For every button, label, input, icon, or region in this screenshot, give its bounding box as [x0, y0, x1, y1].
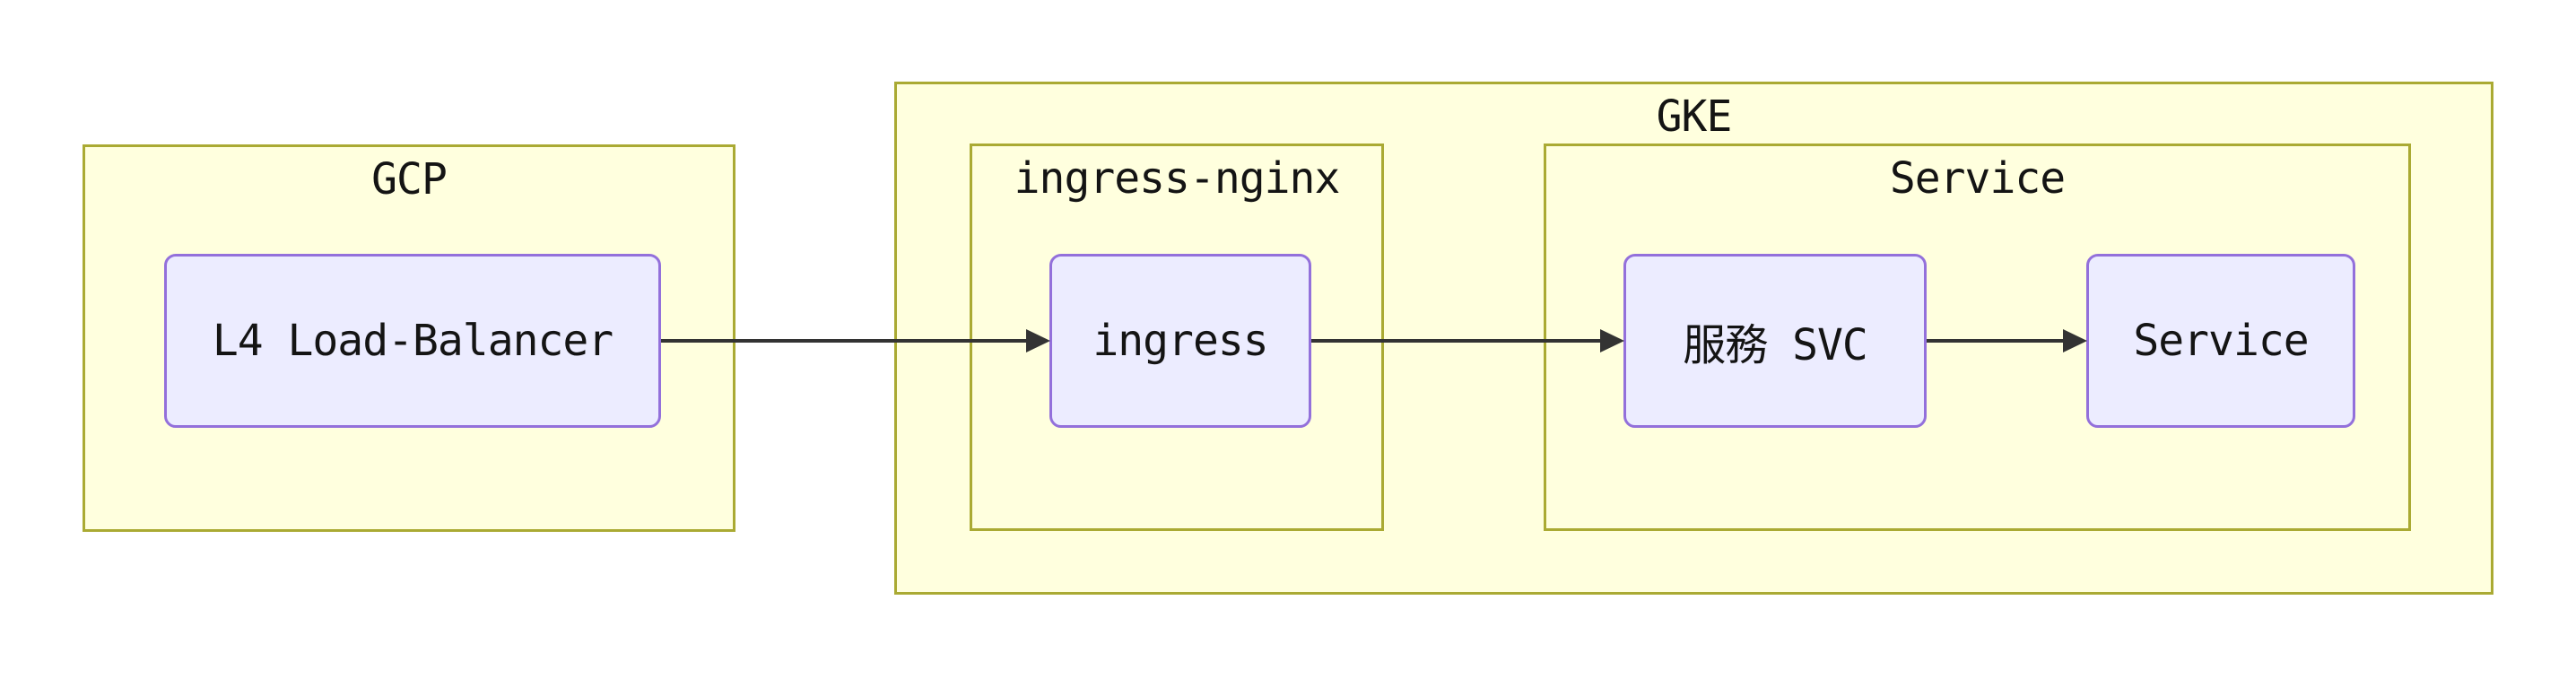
node-label-service: Service — [2133, 316, 2309, 366]
cluster-label-gcp: GCP — [371, 154, 448, 204]
node-svc: 服務 SVC — [1623, 254, 1927, 428]
cluster-label-gke: GKE — [1656, 91, 1733, 142]
cluster-label-service: Service — [1889, 153, 2066, 204]
cluster-label-ingress-nginx: ingress-nginx — [1014, 153, 1341, 204]
node-label-svc: 服務 SVC — [1683, 320, 1868, 370]
node-service: Service — [2086, 254, 2355, 428]
node-l4-load-balancer: L4 Load-Balancer — [164, 254, 661, 428]
node-label-l4-load-balancer: L4 Load-Balancer — [212, 316, 614, 366]
node-label-ingress: ingress — [1092, 316, 1268, 366]
node-ingress: ingress — [1049, 254, 1311, 428]
